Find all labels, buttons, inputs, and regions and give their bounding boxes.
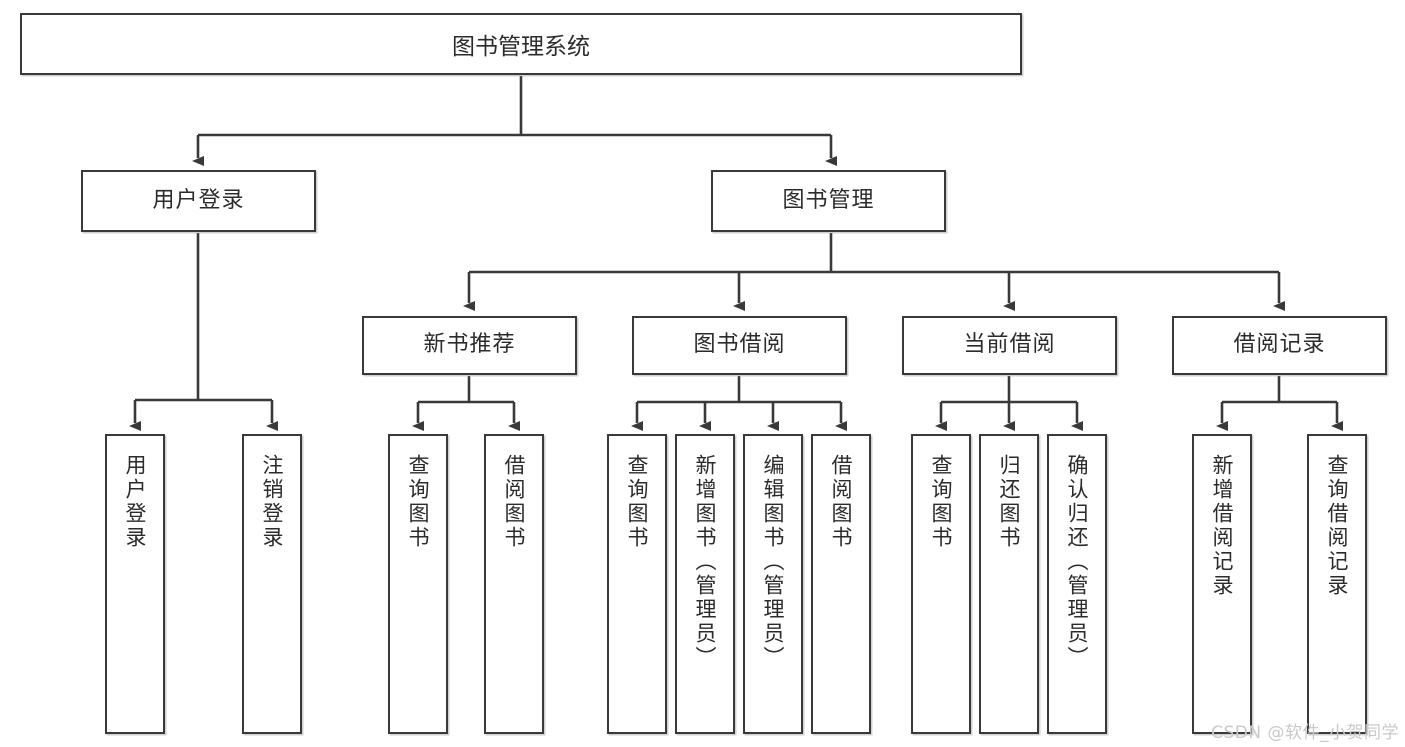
leaf-label: 查询图书 bbox=[929, 454, 954, 550]
leaf-return-book[interactable]: 归还图书 bbox=[979, 434, 1039, 734]
leaf-label: 确认归还（管理员） bbox=[1065, 454, 1090, 670]
node-label: 用户登录 bbox=[152, 187, 245, 213]
node-root-book-management-system[interactable]: 图书管理系统 bbox=[20, 13, 1022, 75]
node-label: 图书管理 bbox=[782, 187, 875, 213]
leaf-query-book-recommend[interactable]: 查询图书 bbox=[388, 434, 448, 734]
leaf-label: 查询图书 bbox=[625, 454, 650, 550]
watermark: CSDN @软件_小贺同学 bbox=[1211, 723, 1399, 743]
leaf-query-borrow-record[interactable]: 查询借阅记录 bbox=[1307, 434, 1367, 734]
leaf-logout[interactable]: 注销登录 bbox=[242, 434, 302, 734]
leaf-borrow-book[interactable]: 借阅图书 bbox=[811, 434, 871, 734]
node-book-borrow[interactable]: 图书借阅 bbox=[632, 316, 847, 375]
leaf-query-book-current[interactable]: 查询图书 bbox=[911, 434, 971, 734]
leaf-label: 注销登录 bbox=[260, 454, 285, 550]
leaf-label: 新增借阅记录 bbox=[1210, 454, 1235, 598]
leaf-label: 查询图书 bbox=[406, 454, 431, 550]
node-label: 图书管理系统 bbox=[452, 34, 590, 60]
leaf-label: 借阅图书 bbox=[829, 454, 854, 550]
node-label: 新书推荐 bbox=[423, 332, 516, 358]
node-label: 借阅记录 bbox=[1233, 332, 1326, 358]
leaf-label: 编辑图书（管理员） bbox=[761, 454, 786, 670]
leaf-add-book-admin[interactable]: 新增图书（管理员） bbox=[675, 434, 735, 734]
leaf-confirm-return-admin[interactable]: 确认归还（管理员） bbox=[1047, 434, 1107, 734]
leaf-add-borrow-record[interactable]: 新增借阅记录 bbox=[1192, 434, 1252, 734]
leaf-user-login[interactable]: 用户登录 bbox=[105, 434, 165, 734]
node-borrow-record[interactable]: 借阅记录 bbox=[1172, 316, 1387, 375]
leaf-query-book-borrow[interactable]: 查询图书 bbox=[607, 434, 667, 734]
leaf-label: 用户登录 bbox=[123, 454, 148, 550]
leaf-edit-book-admin[interactable]: 编辑图书（管理员） bbox=[743, 434, 803, 734]
node-user-login[interactable]: 用户登录 bbox=[81, 170, 316, 232]
node-new-book-recommend[interactable]: 新书推荐 bbox=[362, 316, 577, 375]
node-label: 当前借阅 bbox=[963, 332, 1056, 358]
leaf-label: 借阅图书 bbox=[502, 454, 527, 550]
node-book-management[interactable]: 图书管理 bbox=[711, 170, 946, 232]
node-label: 图书借阅 bbox=[693, 332, 786, 358]
leaf-label: 新增图书（管理员） bbox=[693, 454, 718, 670]
leaf-label: 查询借阅记录 bbox=[1325, 454, 1350, 598]
leaf-label: 归还图书 bbox=[997, 454, 1022, 550]
node-current-borrow[interactable]: 当前借阅 bbox=[902, 316, 1117, 375]
leaf-borrow-book-recommend[interactable]: 借阅图书 bbox=[484, 434, 544, 734]
